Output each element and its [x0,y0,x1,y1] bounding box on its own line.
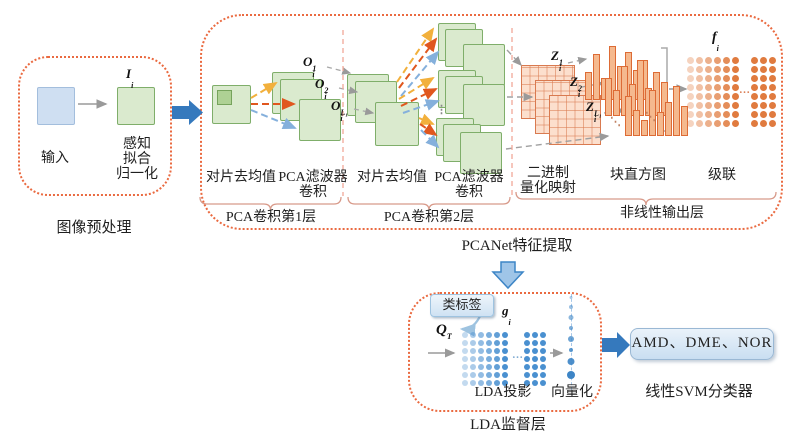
arrow-pcanet-to-lda [491,261,525,290]
normalized-image-square [117,87,155,125]
norm-label-line1: 感知 [123,137,151,152]
layer1-output-square [299,99,341,141]
layer1-patch [217,90,232,105]
hist-ddots: ⋱ [645,111,656,123]
arrow-lda-to-svm [602,332,630,358]
layer1-filter-label: PCA滤波器卷积 [278,170,348,200]
preprocess-box [18,56,172,196]
layer2-filter-label: PCA滤波器卷积 [434,170,504,200]
binary-map-label: 二进制量化映射 [520,166,576,196]
class-label-chip: 类标签 [430,294,494,317]
layer1-brace-label: PCA卷积第1层 [225,210,317,225]
grid-ddots: ⋱ [610,116,621,128]
layer2-output-square [460,132,502,174]
layer2-patch-label: 对片去均值 [357,170,427,185]
norm-label-line2: 拟合 [123,152,151,167]
classification-result-box: AMD、DME、NOR [630,328,774,360]
layer2-input-square [375,102,419,146]
concat-label: 级联 [708,168,736,183]
lda-caption: LDA监督层 [470,417,546,433]
block-histogram [625,86,688,136]
output-brace-label: 非线性输出层 [620,206,704,221]
pcanet-caption: PCANet特征提取 [461,238,573,254]
vectorized-column [565,294,577,390]
vectorize-label: 向量化 [551,385,593,400]
svm-caption: 线性SVM分类器 [645,384,753,400]
layer2-brace-label: PCA卷积第2层 [383,210,475,225]
lda-projection-label: LDA投影 [474,385,532,400]
histogram-label: 块直方图 [610,168,666,183]
arrow-to-pcanet [172,100,203,125]
input-label: 输入 [41,151,69,166]
lda-box [408,292,602,412]
norm-label-line3: 归一化 [116,167,158,182]
stack-vdots: ⋮ [436,104,447,116]
preprocess-caption: 图像预处理 [56,220,132,236]
input-image-square [37,87,75,125]
lda-ellipsis: … [512,349,523,361]
feature-ellipsis: … [739,84,750,96]
layer1-patch-label: 对片去均值 [206,170,276,185]
